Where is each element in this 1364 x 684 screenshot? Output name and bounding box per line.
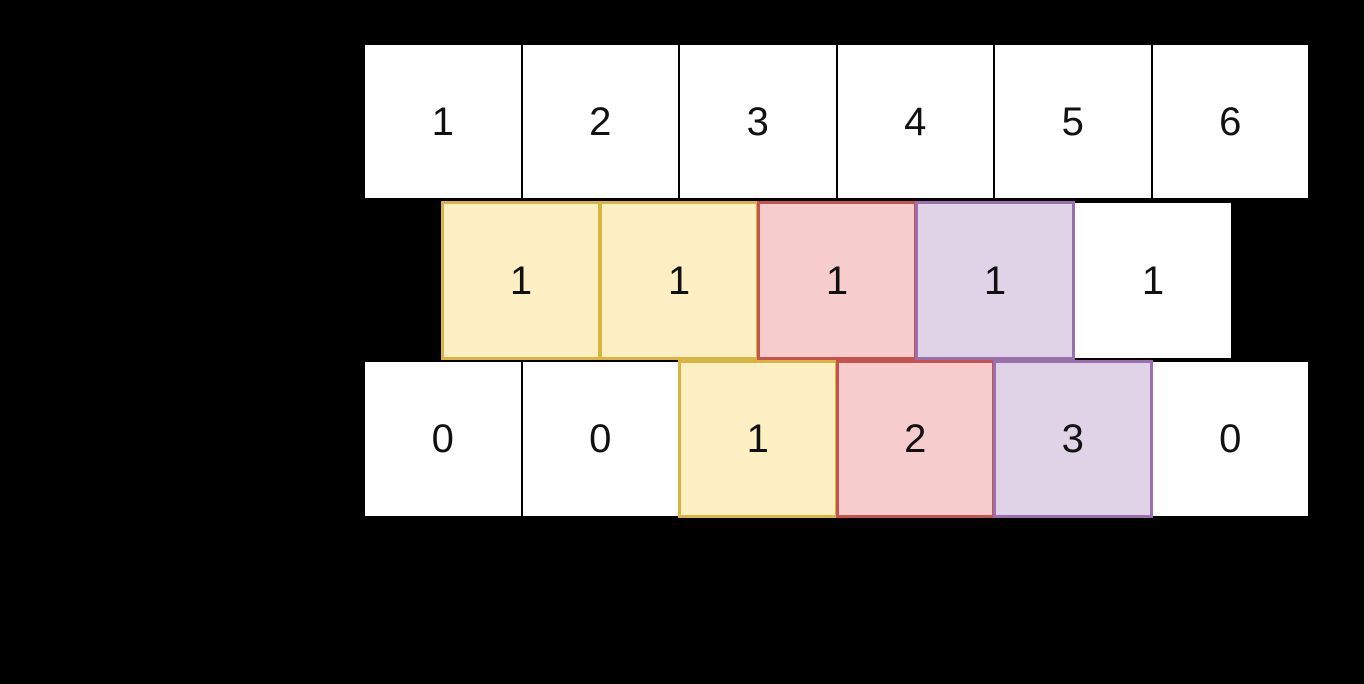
index-cell-4[interactable]: 4 (835, 43, 995, 200)
index-row: 1 2 3 4 5 6 (363, 43, 1310, 200)
result-cell-3[interactable]: 1 (678, 360, 838, 518)
result-cell-2[interactable]: 0 (520, 360, 680, 518)
result-row: 0 0 1 2 3 0 (363, 360, 1310, 518)
index-cell-6[interactable]: 6 (1150, 43, 1310, 200)
window-row: 1 1 1 1 1 (441, 201, 1233, 360)
index-cell-1[interactable]: 1 (363, 43, 523, 200)
index-cell-2[interactable]: 2 (520, 43, 680, 200)
index-cell-3[interactable]: 3 (678, 43, 838, 200)
result-cell-5[interactable]: 3 (993, 360, 1153, 518)
window-cell-5[interactable]: 1 (1073, 201, 1233, 360)
result-cell-6[interactable]: 0 (1150, 360, 1310, 518)
result-cell-1[interactable]: 0 (363, 360, 523, 518)
result-cell-4[interactable]: 2 (835, 360, 995, 518)
window-cell-4[interactable]: 1 (915, 201, 1075, 360)
window-cell-3[interactable]: 1 (757, 201, 917, 360)
window-cell-1[interactable]: 1 (441, 201, 601, 360)
window-cell-2[interactable]: 1 (599, 201, 759, 360)
index-cell-5[interactable]: 5 (993, 43, 1153, 200)
